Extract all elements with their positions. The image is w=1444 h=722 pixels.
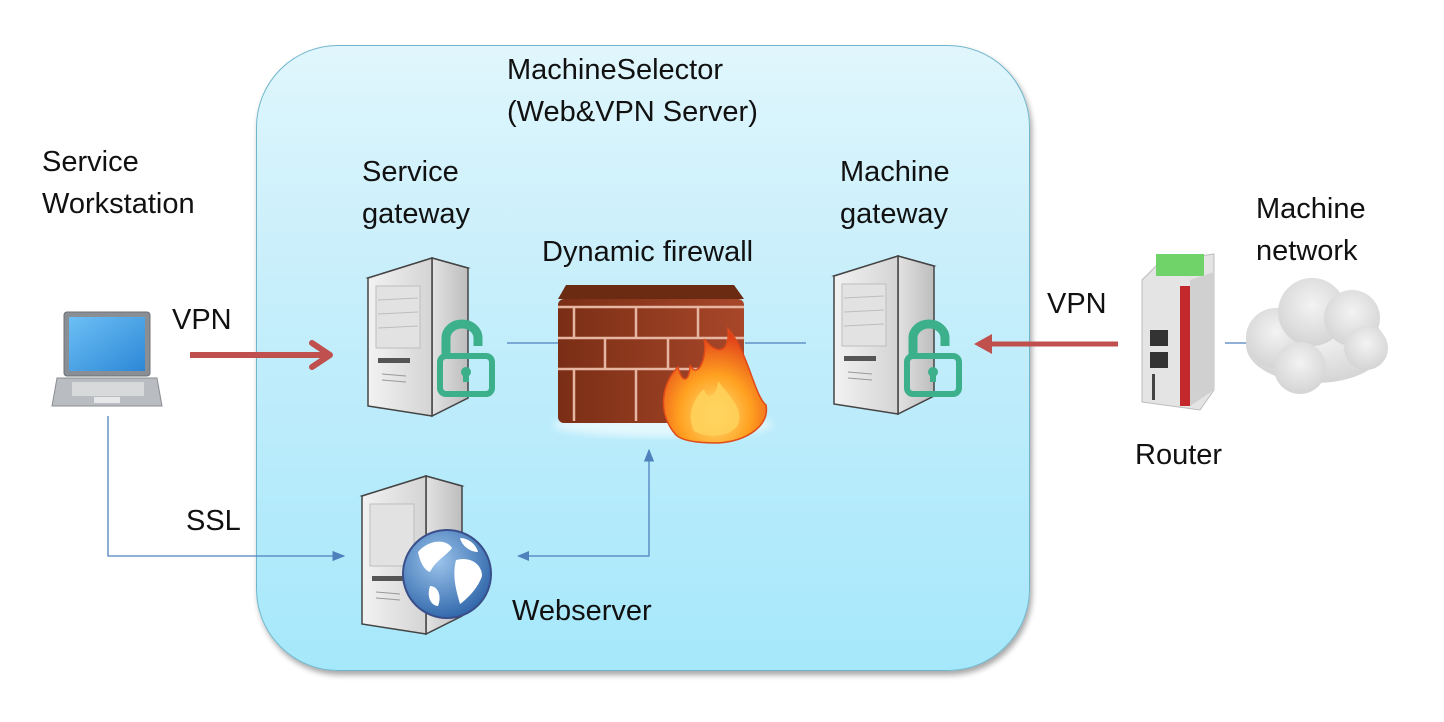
service-gateway-padlock-open-icon [437, 319, 495, 397]
machine-gateway-label-line1: Machine [840, 156, 950, 188]
machineselector-title: MachineSelector (Web&VPN Server) [507, 49, 758, 133]
webserver-link-arrowhead [517, 551, 529, 561]
cloud-icon [1246, 278, 1388, 394]
router-device-icon [1141, 253, 1215, 411]
machine-gateway-label-line2: gateway [840, 198, 949, 230]
vpn-right-label: VPN [1047, 288, 1107, 320]
laptop-icon [51, 311, 163, 407]
ssl-link [107, 416, 346, 562]
vpn-arrow-right [974, 334, 1118, 354]
zone-title-line1: MachineSelector [507, 54, 723, 86]
machine-gateway-server-icon [831, 254, 937, 416]
service-workstation-label-line1: Service [42, 146, 139, 178]
machine-gateway-padlock-open-icon [904, 319, 962, 397]
machine-network-label-line1: Machine [1256, 193, 1366, 225]
service-workstation-label-line2: Workstation [42, 188, 195, 220]
machine-network-label-line2: network [1256, 235, 1358, 267]
service-gateway-label: Service gateway [362, 151, 470, 235]
zone-title-line2: (Web&VPN Server) [507, 96, 758, 128]
service-gateway-label-line2: gateway [362, 198, 471, 230]
machine-network-label: Machine network [1256, 188, 1366, 272]
connector-lines [107, 342, 1264, 562]
webserver-label: Webserver [512, 595, 652, 627]
service-gateway-label-line1: Service [362, 156, 459, 188]
router-label: Router [1135, 439, 1223, 471]
ssl-label: SSL [186, 505, 241, 537]
vpn-left-label: VPN [172, 304, 232, 336]
vpn-arrow-left [190, 340, 333, 370]
dynamic-firewall-label: Dynamic firewall [542, 236, 754, 268]
firewall-icon [553, 285, 773, 444]
webserver-firewall-link [519, 448, 655, 557]
service-workstation-label: Service Workstation [42, 141, 195, 225]
globe-icon [402, 529, 492, 619]
machine-gateway-label: Machine gateway [840, 151, 950, 235]
